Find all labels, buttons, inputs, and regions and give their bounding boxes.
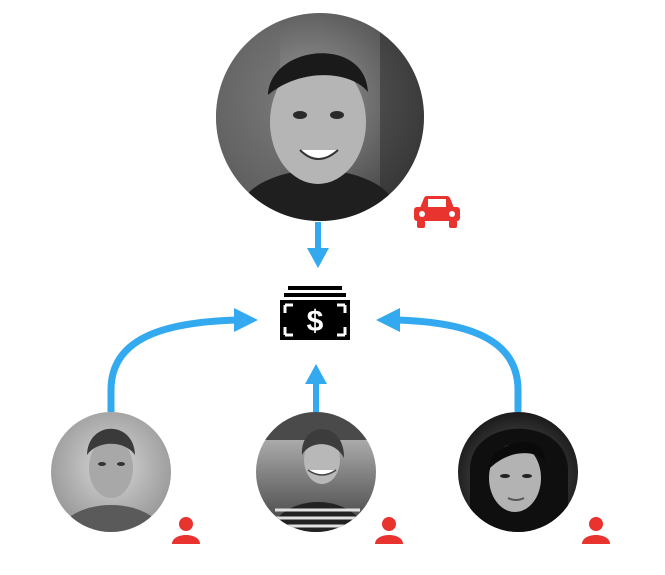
arrow-passenger-3-to-money (376, 308, 522, 412)
passenger-avatar-man (51, 412, 171, 532)
dollar-symbol: $ (307, 305, 324, 338)
person-icon (172, 517, 200, 544)
arrow-driver-to-money (307, 222, 329, 268)
person-icon (582, 517, 610, 544)
arrows (107, 222, 522, 412)
driver-avatar (216, 13, 424, 221)
car-icon (414, 196, 460, 228)
person-icon (375, 517, 403, 544)
money-stack-icon: $ (280, 286, 350, 340)
arrow-passenger-2-to-money (305, 364, 327, 412)
passenger-avatar-woman-dark-hair (458, 412, 578, 532)
passenger-avatar-woman-stripes (256, 412, 376, 532)
arrow-passenger-1-to-money (107, 308, 258, 412)
